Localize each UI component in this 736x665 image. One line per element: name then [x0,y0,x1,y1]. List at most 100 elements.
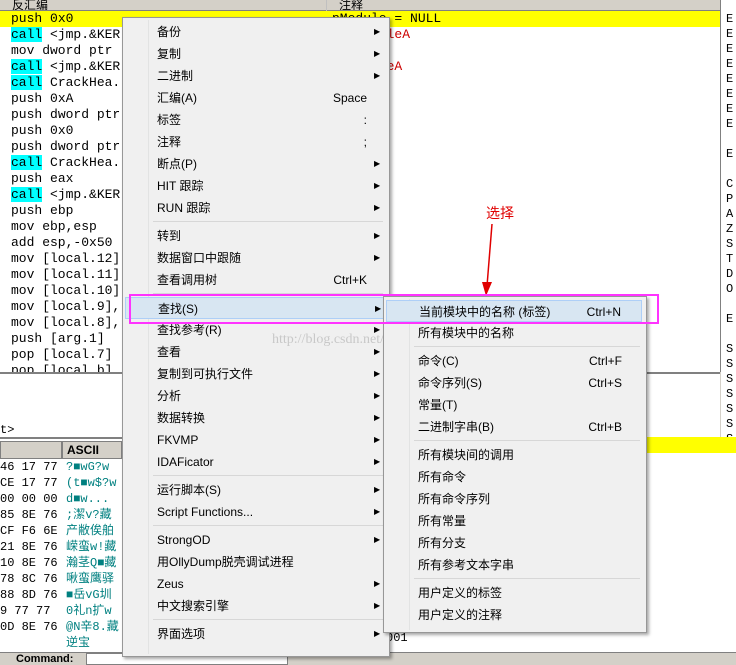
disasm-row[interactable]: call CrackHea. [0,75,720,91]
dump-hex: 78 8C 76 [0,572,58,586]
menu-item[interactable]: 数据窗口中跟随▶ [125,247,385,269]
dump-ascii-header[interactable]: ASCII [62,441,122,459]
dump-ascii: ■岳vG圳 [66,588,112,602]
instruction: call CrackHea. [11,155,120,171]
menu-item[interactable]: RUN 跟踪▶ [125,197,385,219]
menu-item[interactable]: HIT 跟踪▶ [125,175,385,197]
menu-item[interactable]: 二进制字串(B)Ctrl+B [386,416,642,438]
disasm-row[interactable]: mov [local.9], [0,299,720,315]
operands: eax [42,171,74,186]
menu-item[interactable]: 当前模块中的名称 (标签)Ctrl+N [386,300,642,322]
menu-separator [414,440,640,441]
menu-item[interactable]: 界面选项▶ [125,623,385,645]
disasm-row[interactable]: mov [local.10] [0,283,720,299]
disasm-row[interactable]: push [arg.1] [0,331,720,347]
menu-item[interactable]: 查找(S)▶ [125,297,385,319]
menu-item[interactable]: 所有命令 [386,466,642,488]
menu-item[interactable]: Script Functions...▶ [125,501,385,523]
disasm-row[interactable]: mov [local.8], [0,315,720,331]
disasm-row[interactable]: mov [local.11] [0,267,720,283]
menu-item[interactable]: 备份▶ [125,21,385,43]
menu-item[interactable]: 汇编(A)Space [125,87,385,109]
disasm-row[interactable]: push 0xA [0,91,720,107]
menu-item[interactable]: 所有模块间的调用 [386,444,642,466]
operands: [local.7] [34,347,113,362]
menu-item-label: 所有常量 [418,514,467,528]
menu-item[interactable]: 分析▶ [125,385,385,407]
menu-item[interactable]: 常量(T) [386,394,642,416]
dump-row[interactable]: 88 8D 76■岳vG圳 [0,587,120,603]
menu-item[interactable]: 用OllyDump脱壳调试进程 [125,551,385,573]
menu-item[interactable]: 数据转换▶ [125,407,385,429]
disasm-row[interactable]: push dword ptr [0,139,720,155]
menu-item[interactable]: 查找参考(R)▶ [125,319,385,341]
dump-row[interactable]: 46 17 77?■wG?w [0,459,120,475]
dump-hex: 9 77 77 [0,604,51,618]
menu-item[interactable]: 所有常量 [386,510,642,532]
menu-item[interactable]: 用户定义的标签 [386,582,642,604]
disasm-row[interactable]: push ebp [0,203,720,219]
menu-item-label: 分析 [157,389,182,403]
menu-item[interactable]: 查看▶ [125,341,385,363]
instruction: push 0x0 [11,123,73,139]
disasm-row[interactable]: pop [local.7] [0,347,720,363]
menu-item[interactable]: 命令序列(S)Ctrl+S [386,372,642,394]
menu-item[interactable]: 转到▶ [125,225,385,247]
menu-item[interactable]: 所有模块中的名称 [386,322,642,344]
disasm-row[interactable]: add esp,-0x50 [0,235,720,251]
menu-item[interactable]: 所有命令序列 [386,488,642,510]
operands: <jmp.&KER [42,27,121,42]
disasm-header[interactable]: 反汇编 [0,0,326,11]
menu-item[interactable]: IDAFicator▶ [125,451,385,473]
dump-row[interactable]: 78 8C 76 啾蛮鹰驿 [0,571,120,587]
dump-ascii: ?■wG?w [66,460,110,474]
menu-item[interactable]: 所有分支 [386,532,642,554]
menu-separator [153,619,383,620]
menu-item[interactable]: 断点(P)▶ [125,153,385,175]
menu-item[interactable]: 注释; [125,131,385,153]
opcode: push [11,139,43,154]
menu-item[interactable]: FKVMP▶ [125,429,385,451]
dump-row[interactable]: 85 8E 76;潔v?藏 [0,507,120,523]
disasm-row[interactable]: push 0x0 [0,123,720,139]
opcode: call [11,27,43,42]
menu-item[interactable]: 复制▶ [125,43,385,65]
menu-item-label: 备份 [157,25,182,39]
disasm-row[interactable]: push dword ptr [0,107,720,123]
disasm-row[interactable]: mov [local.12] [0,251,720,267]
menu-item[interactable]: Zeus▶ [125,573,385,595]
menu-item[interactable]: StrongOD▶ [125,529,385,551]
disasm-row[interactable]: call CrackHea. [0,155,720,171]
menu-item[interactable]: 复制到可执行文件▶ [125,363,385,385]
register-label: E [726,72,734,86]
register-label: Z [726,222,734,236]
dump-row[interactable]: 0D 8E 76@N辛8.藏 [0,619,120,635]
submenu-arrow-icon: ▶ [374,325,381,334]
instruction: mov [local.8], [11,315,120,331]
opcode: pop [11,363,35,372]
disasm-row[interactable]: pop [local.b] [0,363,720,372]
menu-item[interactable]: 所有参考文本字串 [386,554,642,576]
comment-header[interactable]: 注释 [327,0,720,11]
menu-separator [153,221,383,222]
menu-item[interactable]: 用户定义的注释 [386,604,642,626]
menu-item[interactable]: 标签: [125,109,385,131]
opcode: mov [11,283,35,298]
dump-hex-header[interactable] [0,441,62,459]
disasm-row[interactable]: mov dword ptr [0,43,720,59]
menu-item[interactable]: 中文搜索引擎▶ [125,595,385,617]
disasm-row[interactable]: mov ebp,esp [0,219,720,235]
menu-item[interactable]: 运行脚本(S)▶ [125,479,385,501]
menu-item[interactable]: 二进制▶ [125,65,385,87]
dump-ascii: 啾蛮鹰驿 [66,572,115,586]
menu-item[interactable]: 命令(C)Ctrl+F [386,350,642,372]
dump-row[interactable]: CE 17 77(t■w$?w [0,475,120,491]
